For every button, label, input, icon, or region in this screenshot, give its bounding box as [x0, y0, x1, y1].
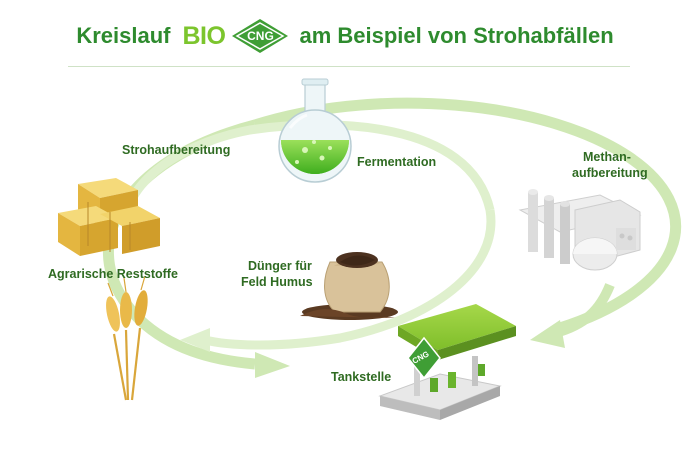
label-duenger-line1: Dünger für [248, 259, 312, 273]
title-suffix: am Beispiel von Strohabfällen [299, 23, 614, 48]
title-bio: BIO [182, 21, 226, 50]
methane-plant-icon [518, 189, 642, 271]
label-methan-line2: aufbereitung [572, 166, 648, 180]
cng-logo-icon: CNG [231, 18, 289, 54]
label-fermentation: Fermentation [357, 155, 437, 169]
hay-bales-icon [58, 178, 160, 256]
label-duenger-line2: Feld Humus [241, 275, 313, 289]
arrow-to-tankstelle [530, 283, 615, 348]
page-title: Kreislauf BIO CNG am Beispiel von Stroha… [0, 14, 690, 58]
label-agrarische-reststoffe: Agrarische Reststoffe [48, 267, 178, 281]
label-tankstelle: Tankstelle [331, 370, 392, 384]
label-methan-line1: Methan- [583, 150, 631, 164]
flask-icon [278, 78, 352, 183]
title-prefix: Kreislauf [76, 23, 171, 48]
soil-sack-icon [300, 252, 398, 320]
title-badge-text: CNG [247, 29, 274, 43]
wheat-icon [106, 275, 148, 401]
station-sign [407, 336, 441, 380]
gas-station-icon [378, 304, 516, 420]
label-strohaufbereitung: Strohaufbereitung [122, 143, 231, 157]
title-divider [68, 66, 630, 67]
